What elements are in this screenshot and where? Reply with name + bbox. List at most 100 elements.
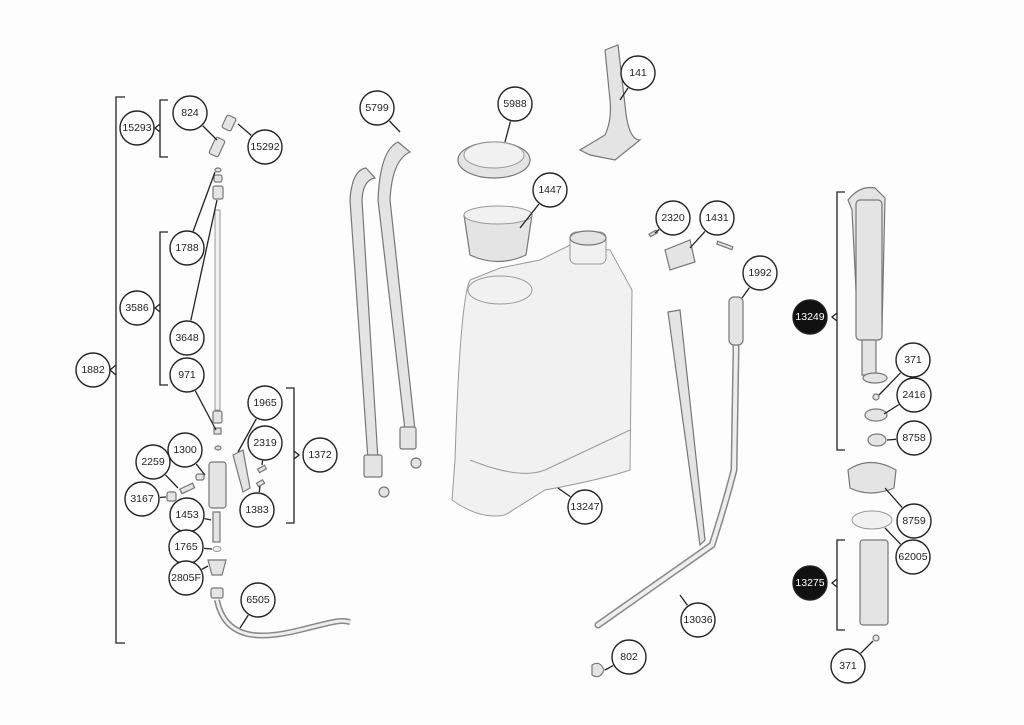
callout-circle — [247, 425, 283, 461]
callout-circle — [680, 602, 716, 638]
callout-label: 15292 — [250, 141, 279, 153]
callout-circle — [302, 437, 338, 473]
callout-label: 62005 — [898, 551, 927, 563]
leader-line — [604, 665, 614, 671]
callout-circle — [792, 565, 828, 601]
callout-1383: 1383 — [239, 492, 275, 528]
callout-15293: 15293 — [119, 110, 155, 146]
leader-line — [388, 120, 401, 133]
leader-line — [203, 547, 213, 550]
callout-circle — [895, 342, 931, 378]
callout-3648: 3648 — [169, 320, 205, 356]
callout-label: 2320 — [661, 212, 685, 224]
callout-circle — [792, 299, 828, 335]
callout-label: 1965 — [253, 397, 277, 409]
callout-label: 3586 — [125, 302, 149, 314]
callout-5988: 5988 — [497, 86, 533, 122]
callout-1992: 1992 — [742, 255, 778, 291]
callout-1965: 1965 — [247, 385, 283, 421]
callout-1765: 1765 — [168, 529, 204, 565]
callout-label: 5799 — [365, 102, 389, 114]
callout-label: 1431 — [705, 212, 729, 224]
leader-line — [239, 614, 249, 629]
callout-13249: 13249 — [792, 299, 828, 335]
callout-371: 371 — [830, 648, 866, 684]
callout-1453: 1453 — [169, 497, 205, 533]
callout-circle — [742, 255, 778, 291]
callout-62005: 62005 — [895, 539, 931, 575]
callout-971: 971 — [169, 357, 205, 393]
callout-circle — [239, 492, 275, 528]
callout-circle — [169, 230, 205, 266]
leader-line — [192, 171, 216, 232]
callout-label: 371 — [839, 660, 857, 672]
callout-circle — [247, 385, 283, 421]
callout-label: 1992 — [748, 267, 772, 279]
callout-label: 15293 — [122, 122, 151, 134]
leader-line — [190, 199, 218, 321]
callout-label: 6505 — [246, 594, 270, 606]
callout-1882: 1882 — [75, 352, 111, 388]
callout-8758: 8758 — [896, 420, 932, 456]
callout-circle — [169, 320, 205, 356]
callout-13275: 13275 — [792, 565, 828, 601]
callout-circle — [119, 110, 155, 146]
callout-circle — [699, 200, 735, 236]
callout-label: 1788 — [175, 242, 199, 254]
callout-1447: 1447 — [532, 172, 568, 208]
tank-assembly — [451, 141, 633, 517]
leader-line — [194, 390, 217, 431]
callout-circle — [611, 639, 647, 675]
callout-circle — [895, 539, 931, 575]
leader-line — [201, 565, 209, 570]
callout-1788: 1788 — [169, 230, 205, 266]
callout-13036: 13036 — [680, 602, 716, 638]
callout-circle — [620, 55, 656, 91]
leader-line — [883, 404, 900, 415]
callout-circle — [168, 560, 204, 596]
callout-2320: 2320 — [655, 200, 691, 236]
leader-line — [159, 496, 167, 499]
callout-circle — [896, 420, 932, 456]
leader-line — [195, 463, 206, 476]
callout-label: 1300 — [173, 444, 197, 456]
leader-line — [884, 527, 901, 545]
callout-15292: 15292 — [247, 129, 283, 165]
callout-circle — [240, 582, 276, 618]
assembly-brackets — [108, 96, 845, 644]
callout-circle — [124, 481, 160, 517]
callout-circle — [532, 172, 568, 208]
leader-line — [261, 460, 264, 466]
callout-label: 8759 — [902, 515, 926, 527]
callout-label: 3648 — [175, 332, 199, 344]
leader-line — [860, 640, 874, 654]
callout-label: 1765 — [174, 541, 198, 553]
callout-2805F: 2805F — [168, 560, 204, 596]
leader-line — [202, 125, 218, 141]
callout-circle — [169, 357, 205, 393]
leader-line — [884, 487, 903, 508]
callout-label: 3167 — [130, 493, 154, 505]
callout-circle — [135, 444, 171, 480]
callout-6505: 6505 — [240, 582, 276, 618]
callout-1300: 1300 — [167, 432, 203, 468]
callout-circle — [896, 377, 932, 413]
leader-line — [654, 229, 660, 234]
callout-2259: 2259 — [135, 444, 171, 480]
callout-circle — [896, 503, 932, 539]
callout-circle — [75, 352, 111, 388]
callout-label: 8758 — [902, 432, 926, 444]
callout-label: 802 — [620, 651, 638, 663]
leader-line — [165, 474, 179, 489]
callout-label: 971 — [178, 369, 196, 381]
callout-3167: 3167 — [124, 481, 160, 517]
callout-1431: 1431 — [699, 200, 735, 236]
callout-label: 2805F — [171, 572, 201, 584]
leader-line — [519, 203, 540, 229]
callout-circle — [567, 489, 603, 525]
callout-802: 802 — [611, 639, 647, 675]
callout-label: 13036 — [683, 614, 712, 626]
callout-circle — [497, 86, 533, 122]
leader-line — [557, 487, 571, 498]
